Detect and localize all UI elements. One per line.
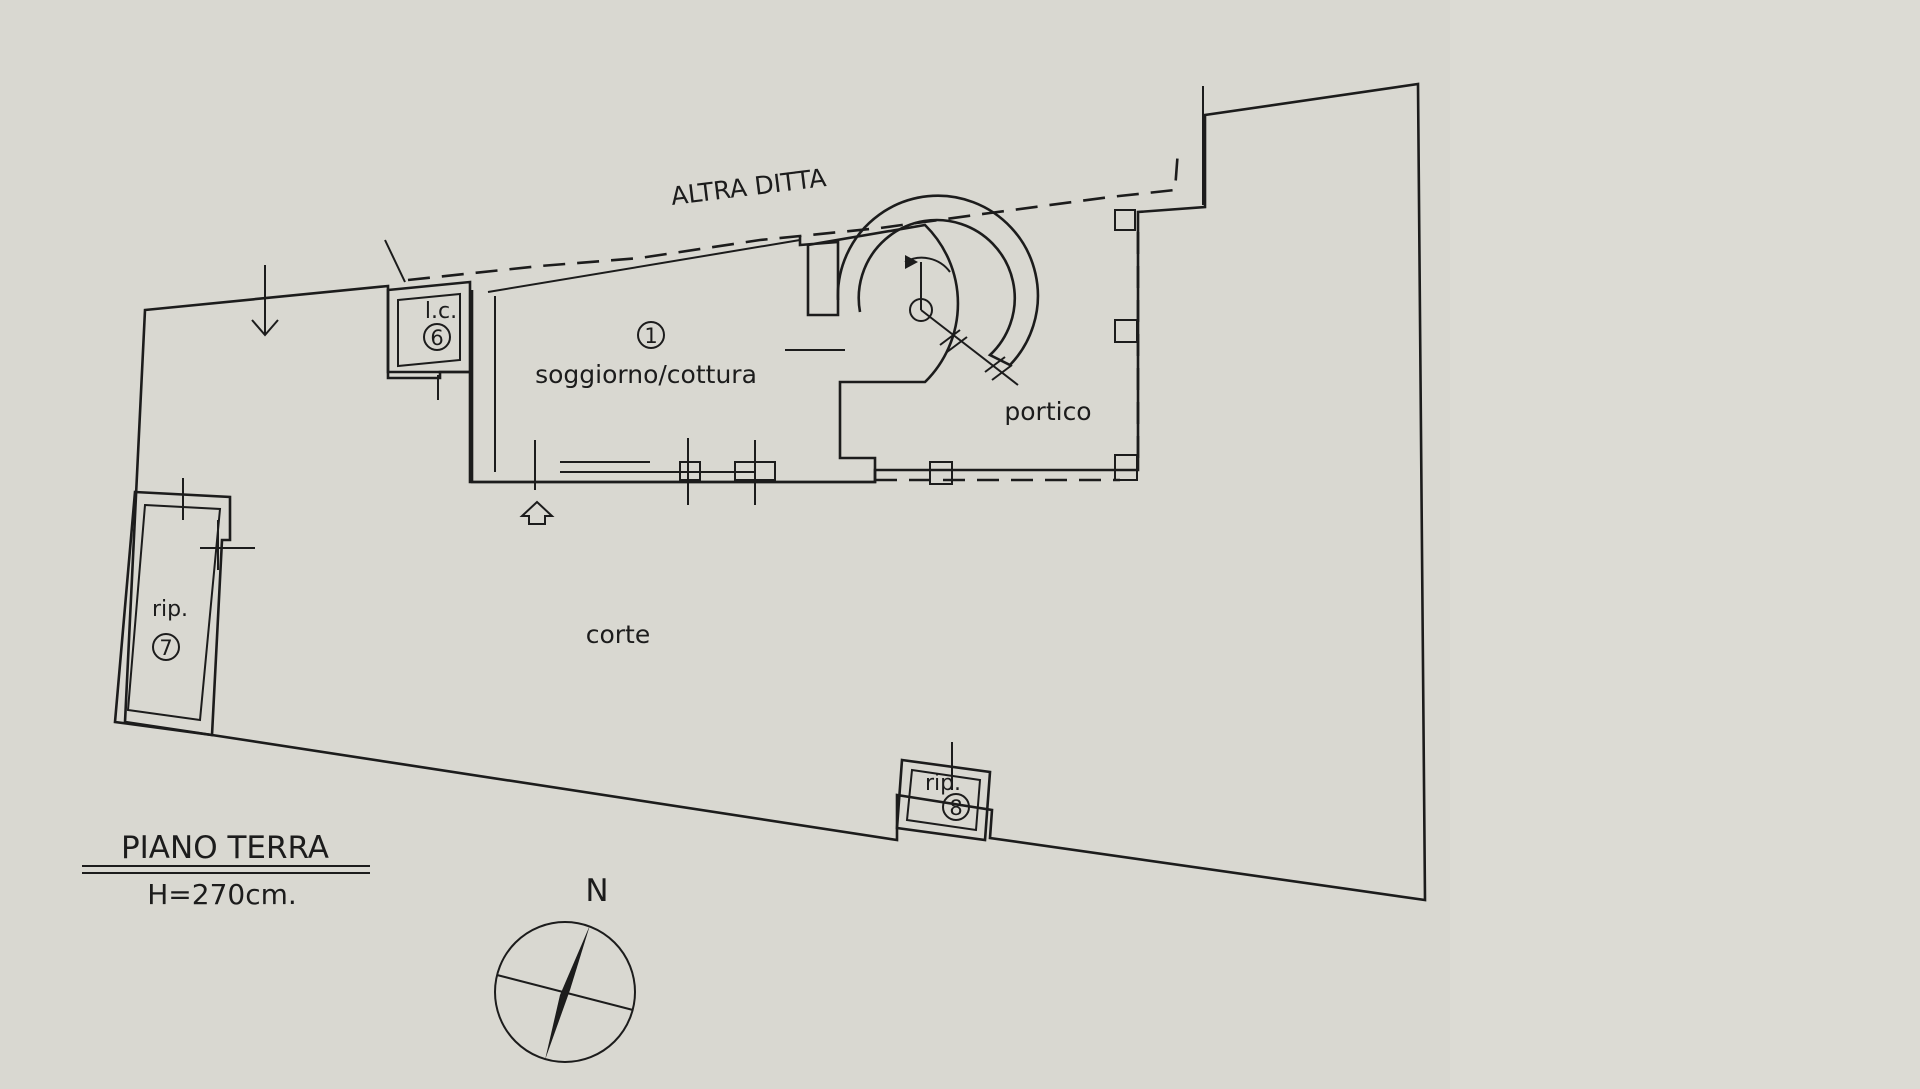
- room-living-name: soggiorno/cottura: [535, 360, 757, 389]
- room-storage-left-number: 7: [159, 636, 172, 660]
- neighbor-wall-stub-left: [384, 239, 406, 283]
- room-lc-name: l.c.: [425, 299, 457, 324]
- room-storage-left-walls: [113, 478, 255, 737]
- spiral-stair: [836, 194, 1040, 386]
- compass-north-label: N: [585, 873, 608, 909]
- north-compass: N: [494, 873, 636, 1063]
- main-entrance-arrow-icon: [519, 500, 555, 525]
- portico-label: portico: [1004, 397, 1091, 426]
- room-number-circle-1: [637, 321, 665, 349]
- stair-arrow-icon: [905, 255, 918, 269]
- portico-structure: [875, 209, 1140, 485]
- compass-needle-icon: [545, 925, 590, 1060]
- room-lc-number: 6: [430, 326, 443, 350]
- room-number-circle-8: [942, 793, 970, 821]
- room-number-circle-6: [423, 323, 451, 351]
- room-storage-bottom-number: 8: [949, 796, 962, 820]
- floor-height: H=270cm.: [147, 878, 297, 911]
- room-number-circle-7: [152, 633, 180, 661]
- room-living-walls: [470, 223, 960, 505]
- property-boundary: [123, 82, 1427, 902]
- neighbor-dashed-boundary: [407, 149, 1180, 282]
- room-storage-bottom-walls: [895, 742, 992, 842]
- floor-title: PIANO TERRA: [121, 830, 329, 866]
- court-label: corte: [586, 620, 651, 649]
- room-living-number: 1: [644, 324, 657, 348]
- room-lc-walls: [386, 280, 472, 400]
- room-storage-left-name: rip.: [152, 597, 188, 622]
- room-storage-bottom-name: rip.: [925, 771, 961, 796]
- entry-arrow-top: [251, 265, 279, 337]
